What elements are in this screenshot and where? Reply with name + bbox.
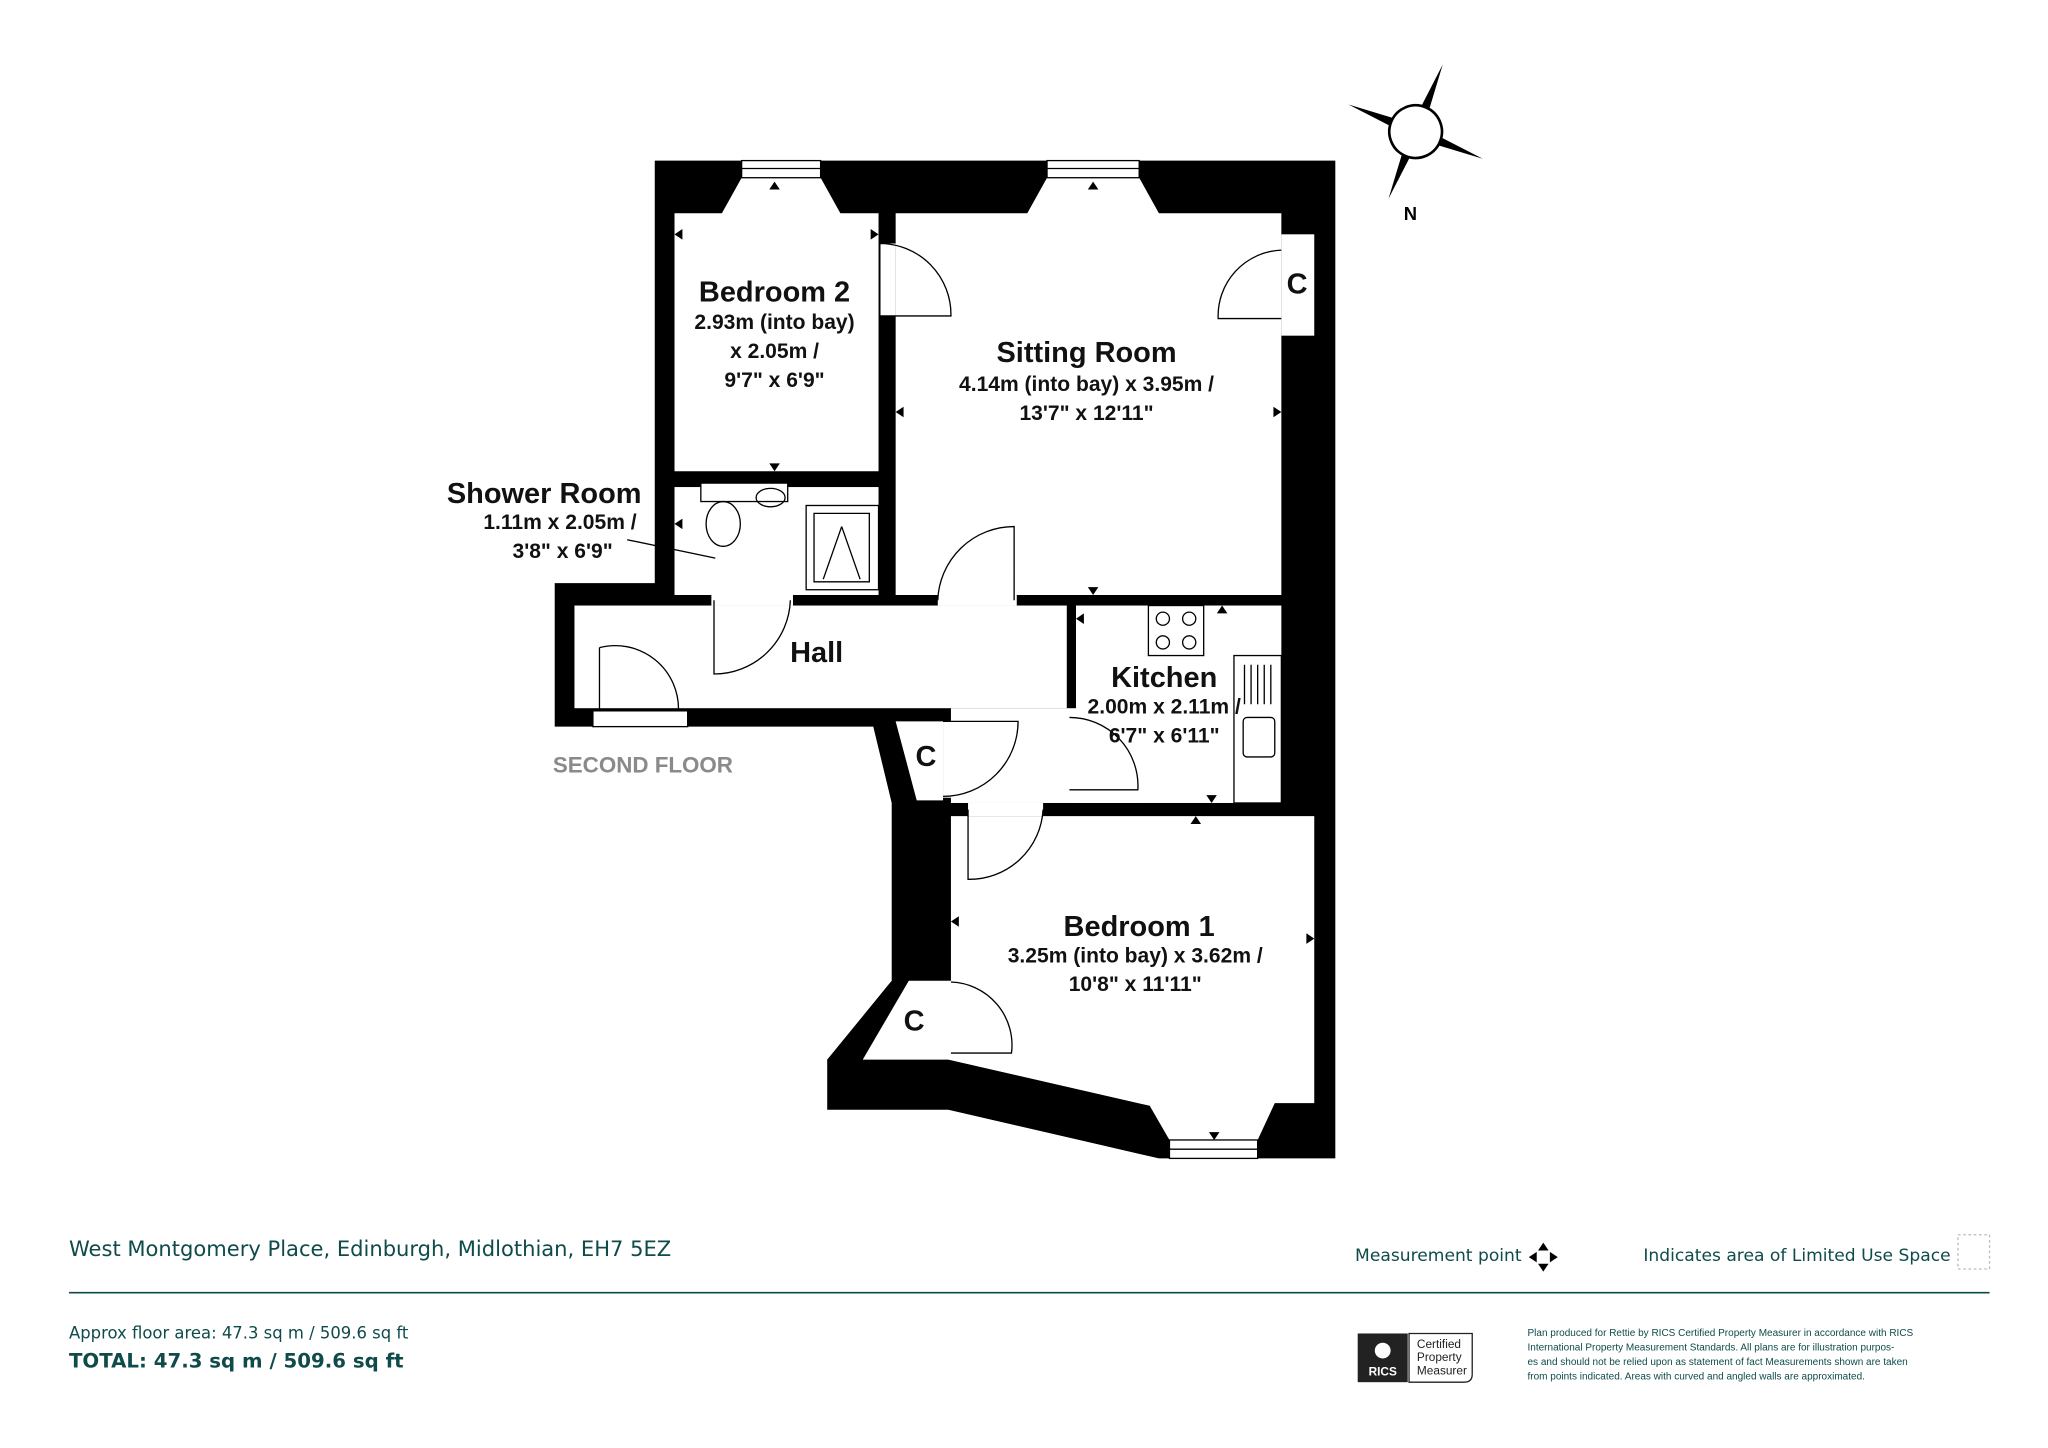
limited-use-swatch [1957, 1234, 1991, 1270]
measurement-points [674, 181, 1315, 1140]
doors [598, 242, 1282, 1054]
compass-icon [1348, 64, 1483, 199]
disclaimer: Plan produced for Rettie by RICS Certifi… [1528, 1328, 1914, 1382]
kitchen-area [1075, 605, 1282, 803]
total-floor-area: TOTAL: 47.3 sq m / 509.6 sq ft [69, 1350, 404, 1373]
disclaimer-line: International Property Measurement Stand… [1528, 1343, 1895, 1354]
disclaimer-line: Plan produced for Rettie by RICS Certifi… [1528, 1328, 1914, 1339]
room-dimension: 9'7" x 6'9" [724, 369, 824, 392]
windows [592, 159, 1259, 1160]
limited-use-legend: Indicates area of Limited Use Space [1643, 1246, 1950, 1266]
bedroom-2-area [674, 177, 879, 472]
room-kitchen: Kitchen 2.00m x 2.11m / 6'7" x 6'11" [1088, 662, 1241, 747]
rics-certified-badge: RICS Certified Property Measurer [1357, 1332, 1473, 1383]
cupboard-label: C [1287, 269, 1308, 301]
room-sitting-room: Sitting Room 4.14m (into bay) x 3.95m / … [959, 337, 1214, 425]
property-address: West Montgomery Place, Edinburgh, Midlot… [69, 1236, 671, 1261]
cupboard-label: C [904, 1006, 925, 1038]
disclaimer-line: es and should not be relied upon as stat… [1528, 1357, 1908, 1368]
compass-north-label: N [1404, 203, 1417, 224]
cupboard-label: C [915, 741, 936, 773]
badge-line: Property [1417, 1350, 1462, 1364]
room-bedroom-1: Bedroom 1 3.25m (into bay) x 3.62m / 10'… [1008, 911, 1263, 996]
badge-line: Measurer [1417, 1363, 1467, 1377]
room-dimension: 10'8" x 11'11" [1069, 973, 1202, 996]
room-hall-title: Hall [790, 637, 843, 669]
room-dimension: 3.25m (into bay) x 3.62m / [1008, 944, 1263, 967]
room-dimension: 1.11m x 2.05m / [483, 511, 636, 534]
room-dimension: 4.14m (into bay) x 3.95m / [959, 373, 1214, 396]
room-dimension: 2.00m x 2.11m / [1088, 695, 1241, 718]
room-title: Sitting Room [996, 337, 1176, 369]
floor-label: SECOND FLOOR [553, 753, 733, 778]
approx-floor-area: Approx floor area: 47.3 sq m / 509.6 sq … [69, 1324, 409, 1343]
hall-cupboard-area [895, 721, 944, 801]
rics-logo: RICS [1369, 1365, 1397, 1379]
fixtures [626, 482, 1283, 804]
badge-line: Certified [1417, 1337, 1461, 1351]
shower-room-area [674, 487, 879, 595]
sitting-cupboard-area [1281, 234, 1315, 336]
room-title: Kitchen [1111, 662, 1217, 694]
room-shower-room: Shower Room 1.11m x 2.05m / 3'8" x 6'9" [447, 478, 642, 563]
room-title: Shower Room [447, 478, 642, 510]
room-dimension: 2.93m (into bay) [694, 311, 854, 334]
room-title: Bedroom 2 [699, 276, 850, 308]
room-title: Bedroom 1 [1064, 911, 1215, 943]
disclaimer-line: from points indicated. Areas with curved… [1528, 1372, 1865, 1383]
room-dimension: 6'7" x 6'11" [1109, 724, 1220, 747]
bedroom-1-area [862, 816, 1315, 1140]
room-dimension: x 2.05m / [730, 340, 819, 363]
hall-area [574, 605, 1067, 709]
measurement-point-icon [1528, 1242, 1558, 1272]
sitting-room-area [895, 177, 1282, 595]
room-dimension: 3'8" x 6'9" [513, 540, 613, 563]
room-bedroom-2: Bedroom 2 2.93m (into bay) x 2.05m / 9'7… [694, 276, 854, 392]
measurement-point-legend: Measurement point [1355, 1246, 1522, 1266]
room-dimension: 13'7" x 12'11" [1019, 402, 1153, 425]
